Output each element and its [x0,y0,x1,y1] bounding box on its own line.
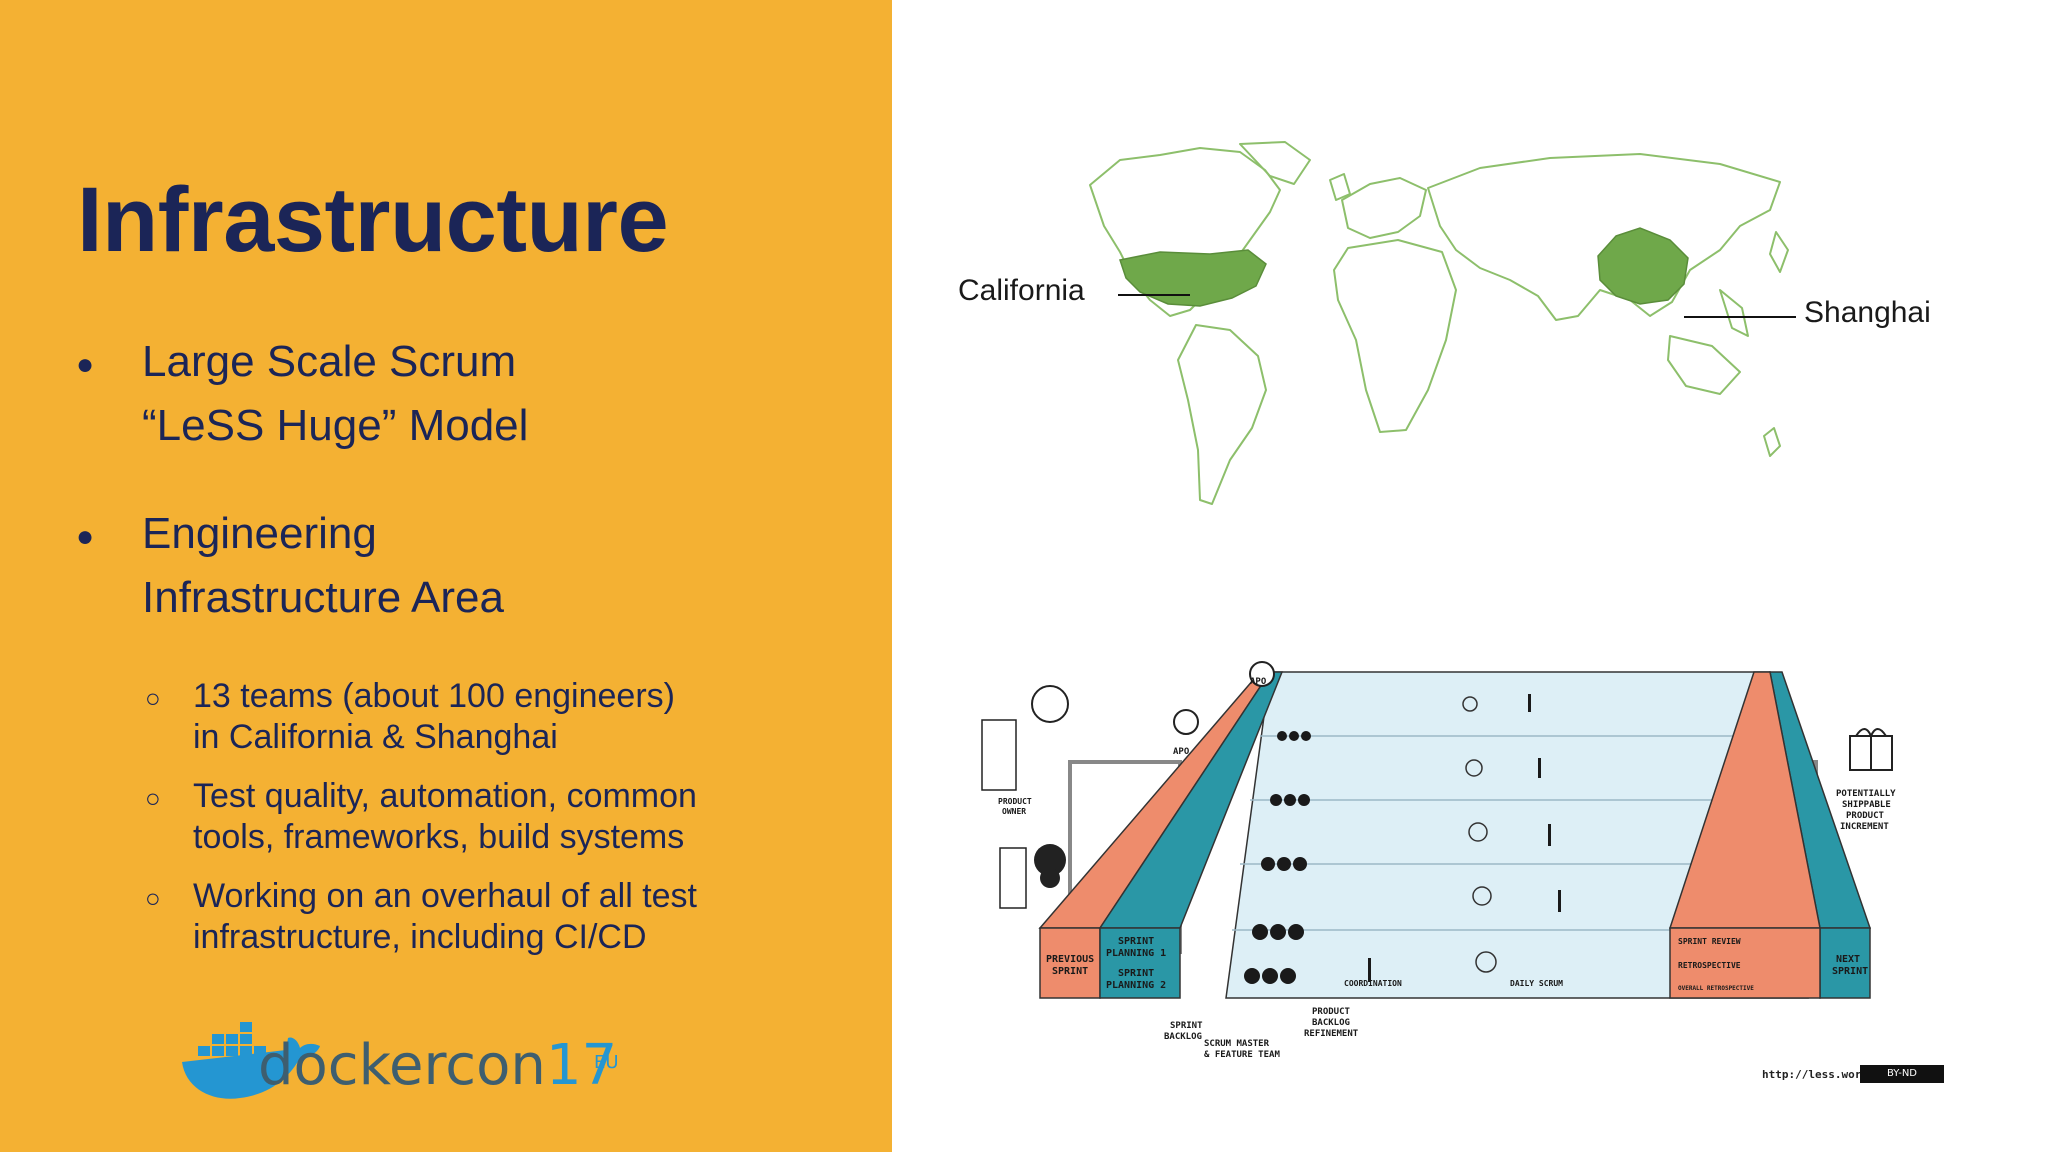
docker-whale-icon [182,1022,320,1099]
increment-label: POTENTIALLY SHIPPABLE PRODUCT INCREMENT [1836,789,1901,832]
dockercon-logo: dockercon 17 EU [182,1022,619,1099]
product-owner-figure [981,685,1069,909]
bullet-line: Infrastructure Area [142,573,504,622]
license-badge: BY-ND [1860,1065,1944,1083]
sub-bullet-line: infrastructure, including CI/CD [193,918,647,956]
logo-number: 17 [546,1033,617,1098]
bullet-line: Large Scale Scrum [142,337,517,386]
bullet-item: Engineering Infrastructure Area [142,502,504,630]
scrum-master-label: SCRUM MASTER & FEATURE TEAM [1204,1039,1280,1060]
magnifier-icons [1462,696,1497,973]
retrospective-label: RETROSPECTIVE [1678,961,1741,970]
sprint-planning-block [1099,927,1181,999]
arrow-icons [1368,694,1561,982]
sub-bullet-item: Test quality, automation, common tools, … [193,776,697,858]
sub-bullet-marker: ○ [145,683,161,713]
bullet-item: Large Scale Scrum “LeSS Huge” Model [142,330,528,458]
bullet-list: ● Large Scale Scrum “LeSS Huge” Model ● … [0,0,892,1152]
next-sprint-label: NEXT SPRINT [1832,954,1868,977]
shanghai-pointer-line [1684,316,1796,318]
sub-bullet-item: 13 teams (about 100 engineers) in Califo… [193,676,675,758]
sprint-review-label: SPRINT REVIEW [1678,937,1741,946]
sub-bullet-line: Working on an overhaul of all test [193,877,697,915]
previous-sprint-label: PREVIOUS SPRINT [1046,954,1100,977]
feature-team-people [1244,731,1311,984]
diagram-credit-link[interactable]: http://less.works [1762,1068,1875,1081]
logo-edition: EU [594,1052,619,1073]
california-highlight-region [1119,249,1267,307]
sub-bullet-marker: ○ [145,883,161,913]
world-map [1089,141,1789,505]
diagram-text-labels: PRODUCT OWNER PREVIOUS SPRINT SPRINT PLA… [998,789,1901,1060]
map-label-shanghai: Shanghai [1804,296,1931,329]
slide-title: Infrastructure [77,169,669,271]
sub-bullet-marker: ○ [145,783,161,813]
california-pointer-line [1118,294,1190,296]
gift-box-icon [1849,728,1893,771]
bullet-line: Engineering [142,509,377,558]
bullet-marker: ● [76,520,95,553]
apo-label: APO [1250,677,1267,687]
sub-bullet-line: in California & Shanghai [193,718,558,756]
apo-label: APO [1173,747,1190,757]
less-huge-diagram: APO APO PRODUCT OWNER PREVIOUS SPRINT SP… [981,661,1901,1060]
sub-bullet-line: tools, frameworks, build systems [193,818,685,856]
bullet-marker: ● [76,348,95,381]
shanghai-highlight-region [1597,227,1689,305]
sprint-review-block [1669,927,1821,999]
logo-text: dockercon [258,1033,546,1098]
slide-left-panel: Infrastructure ● Large Scale Scrum “LeSS… [0,0,892,1152]
product-backlog-refinement-label: PRODUCT BACKLOG REFINEMENT [1304,1007,1359,1039]
sprint-planning-1-label: SPRINT PLANNING 1 [1106,936,1166,959]
coordination-label: COORDINATION [1344,979,1402,988]
sub-bullet-line: 13 teams (about 100 engineers) [193,677,675,715]
sub-bullet-item: Working on an overhaul of all test infra… [193,876,697,958]
product-owner-label: PRODUCT OWNER [998,797,1037,816]
daily-scrum-label: DAILY SCRUM [1510,979,1563,988]
map-label-california: California [958,274,1085,307]
sprint-planning-2-label: SPRINT PLANNING 2 [1106,968,1166,991]
overall-retrospective-label: OVERALL RETROSPECTIVE [1678,985,1754,992]
bullet-line: “LeSS Huge” Model [142,401,529,450]
sub-bullet-line: Test quality, automation, common [193,777,697,815]
apo-figures: APO APO [1040,661,1275,888]
sprint-backlog-label: SPRINT BACKLOG [1164,1021,1208,1042]
